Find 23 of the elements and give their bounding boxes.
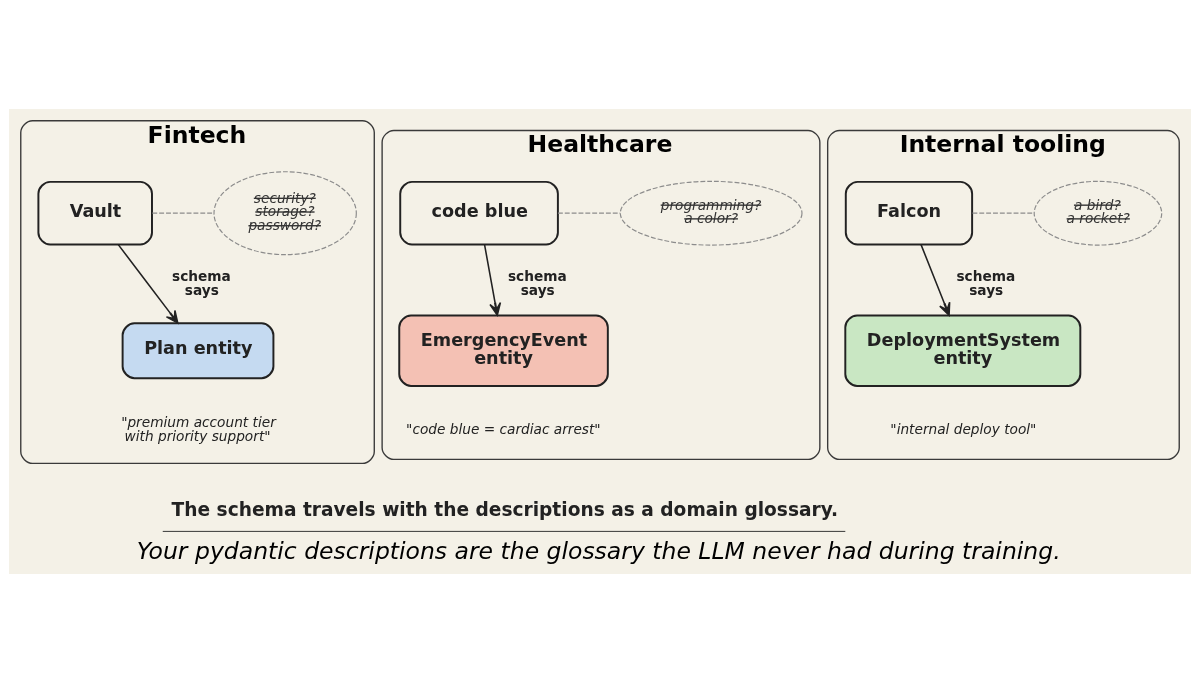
arrow (920, 243, 951, 316)
node-ellipse: programming? a color? (619, 180, 803, 246)
node-box: Falcon (844, 180, 974, 246)
connector (151, 212, 215, 214)
node-box: code blue (399, 180, 559, 246)
edge-label: schema says (956, 267, 1016, 298)
node-ellipse: a bird? a rocket? (1033, 180, 1163, 246)
edge-label: schema says (172, 267, 231, 298)
label: The schema travels with the descriptions as a domain glossary. (171, 498, 839, 520)
connector (971, 212, 1035, 214)
arrow (117, 243, 179, 324)
node-box: DeploymentSystem entity (844, 314, 1082, 387)
arrow (483, 243, 502, 316)
connector (557, 212, 621, 214)
node-box: EmergencyEvent entity (398, 314, 609, 387)
node-label: "premium account tier with priority support" (121, 413, 276, 444)
edge-label: schema says (507, 267, 567, 298)
node-box: Vault (37, 180, 153, 246)
node-ellipse: security? storage? password? (213, 170, 357, 255)
node-label: "internal deploy tool" (890, 420, 1037, 437)
node-label: "code blue = cardiac arrest" (406, 420, 601, 437)
caption: Your pydantic descriptions are the glossary the LLM never had during training. (136, 536, 1061, 565)
node-box: Plan entity (121, 321, 275, 379)
